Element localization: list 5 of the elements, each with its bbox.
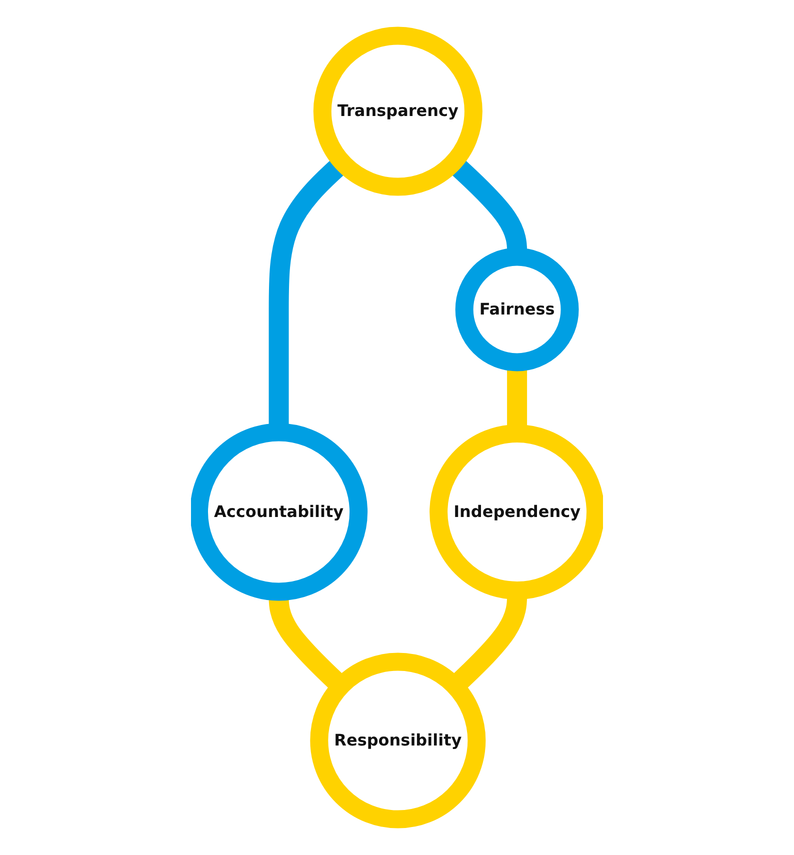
node-circle: Transparency bbox=[313, 26, 482, 196]
node-circle: Accountability bbox=[190, 423, 368, 601]
node-circle: Responsibility bbox=[310, 652, 486, 828]
node-circle: Fairness bbox=[455, 248, 578, 372]
node-circle: Independency bbox=[429, 424, 604, 600]
